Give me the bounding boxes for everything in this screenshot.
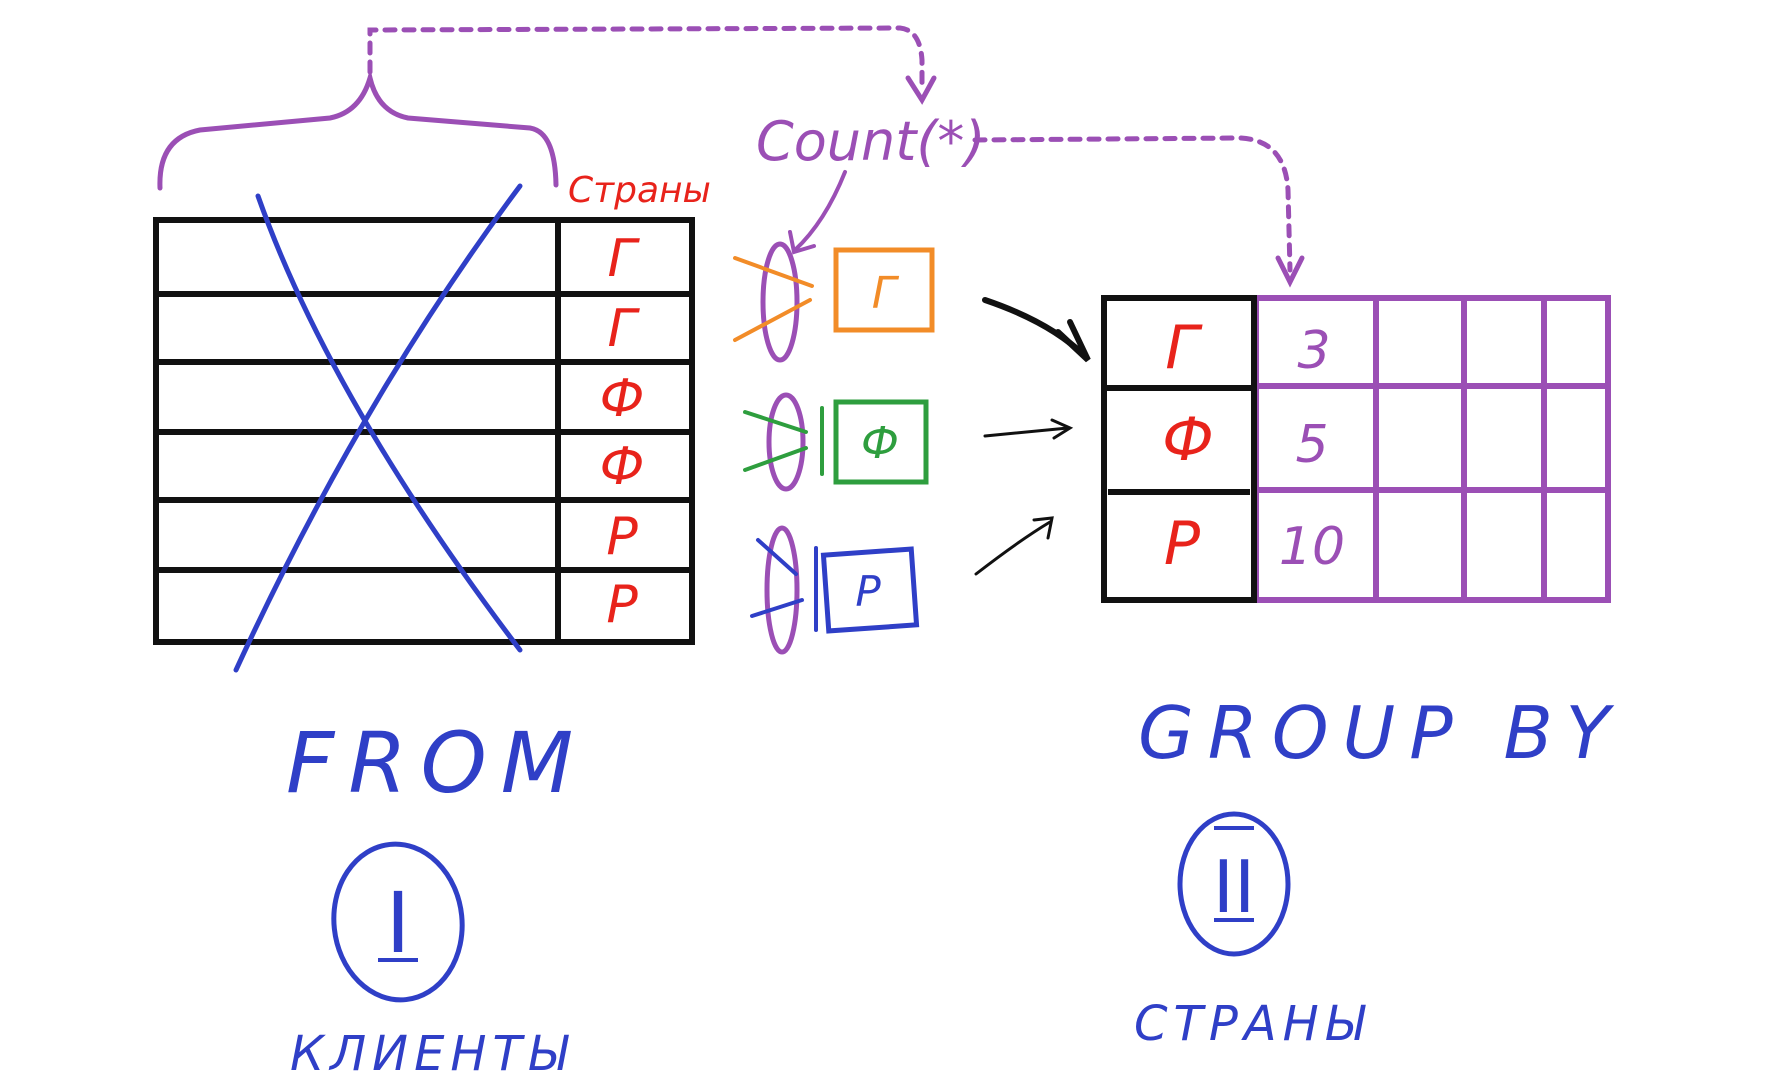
group-stroke — [733, 256, 814, 288]
result-key-column — [1101, 295, 1257, 603]
group-r: Р — [750, 525, 920, 655]
group-box — [833, 247, 935, 333]
group-by-caption: СТРАНЫ — [1134, 996, 1370, 1052]
group-stroke — [756, 538, 798, 576]
group-stroke — [733, 298, 812, 342]
result-count-grid — [1253, 295, 1611, 603]
curly-brace — [157, 68, 559, 191]
result-counts: 3 5 10 — [1279, 321, 1345, 577]
result-key: Г — [1165, 313, 1203, 383]
count-ellipse — [766, 392, 806, 492]
arrow-g-head — [1055, 319, 1091, 363]
source-cell: Р — [606, 507, 638, 567]
count-to-result-connector — [972, 135, 1293, 273]
from-caption: КЛИЕНТЫ — [290, 1026, 573, 1082]
source-column-label: Страны — [568, 170, 711, 211]
count-ellipse — [764, 525, 800, 655]
brace-to-count-connector — [367, 25, 925, 93]
count-pointer-head — [788, 230, 816, 255]
count-pointer — [793, 170, 847, 252]
source-cell: Г — [608, 299, 641, 359]
arrow-r — [974, 520, 1052, 576]
key-column-frame — [1101, 295, 1257, 603]
source-cell: Г — [608, 229, 641, 289]
result-key: Р — [1164, 509, 1201, 579]
group-box — [820, 546, 920, 634]
result-arrowhead — [1275, 255, 1305, 288]
arrow-f — [983, 426, 1070, 438]
dotted-connectors — [367, 25, 1305, 288]
step-badge-group-by: II — [1177, 811, 1291, 957]
group-f: Ф — [743, 392, 929, 492]
count-arrowhead — [905, 75, 937, 105]
cross-out-mark — [233, 183, 523, 673]
step-circle — [331, 841, 465, 1003]
count-ellipse — [760, 241, 800, 363]
step-circle — [1177, 811, 1291, 957]
step-number: I — [386, 874, 411, 972]
cross-stroke-1 — [255, 193, 523, 653]
source-letters: Г Г Ф Ф Р Р — [600, 229, 645, 635]
cross-stroke-2 — [233, 183, 523, 673]
group-stroke — [750, 598, 804, 618]
group-stroke — [743, 446, 808, 472]
result-count: 3 — [1297, 321, 1330, 381]
step-badge-from: I — [331, 841, 465, 1003]
source-cell: Ф — [600, 369, 645, 429]
result-keys: Г Ф Р — [1162, 313, 1214, 579]
source-cell: Р — [606, 575, 638, 635]
count-label: Count(*) — [756, 110, 986, 173]
step-number: II — [1213, 845, 1255, 929]
group-g: Г — [733, 241, 935, 363]
result-count: 10 — [1279, 517, 1345, 577]
result-key: Ф — [1162, 405, 1214, 475]
arrow-f-head — [1050, 418, 1074, 440]
source-cell: Ф — [600, 437, 645, 497]
group-box — [833, 399, 929, 485]
group-arrows — [974, 297, 1091, 576]
from-clause-label: FROM — [286, 714, 587, 812]
arrow-r-head — [1032, 516, 1054, 540]
group-letter: Ф — [861, 418, 899, 469]
group-letter: Р — [855, 567, 881, 616]
result-count: 5 — [1295, 415, 1328, 475]
source-table — [153, 217, 695, 645]
group-letter: Г — [872, 268, 900, 319]
group-stroke — [743, 410, 808, 434]
group-by-clause-label: GROUP BY — [1138, 691, 1624, 775]
